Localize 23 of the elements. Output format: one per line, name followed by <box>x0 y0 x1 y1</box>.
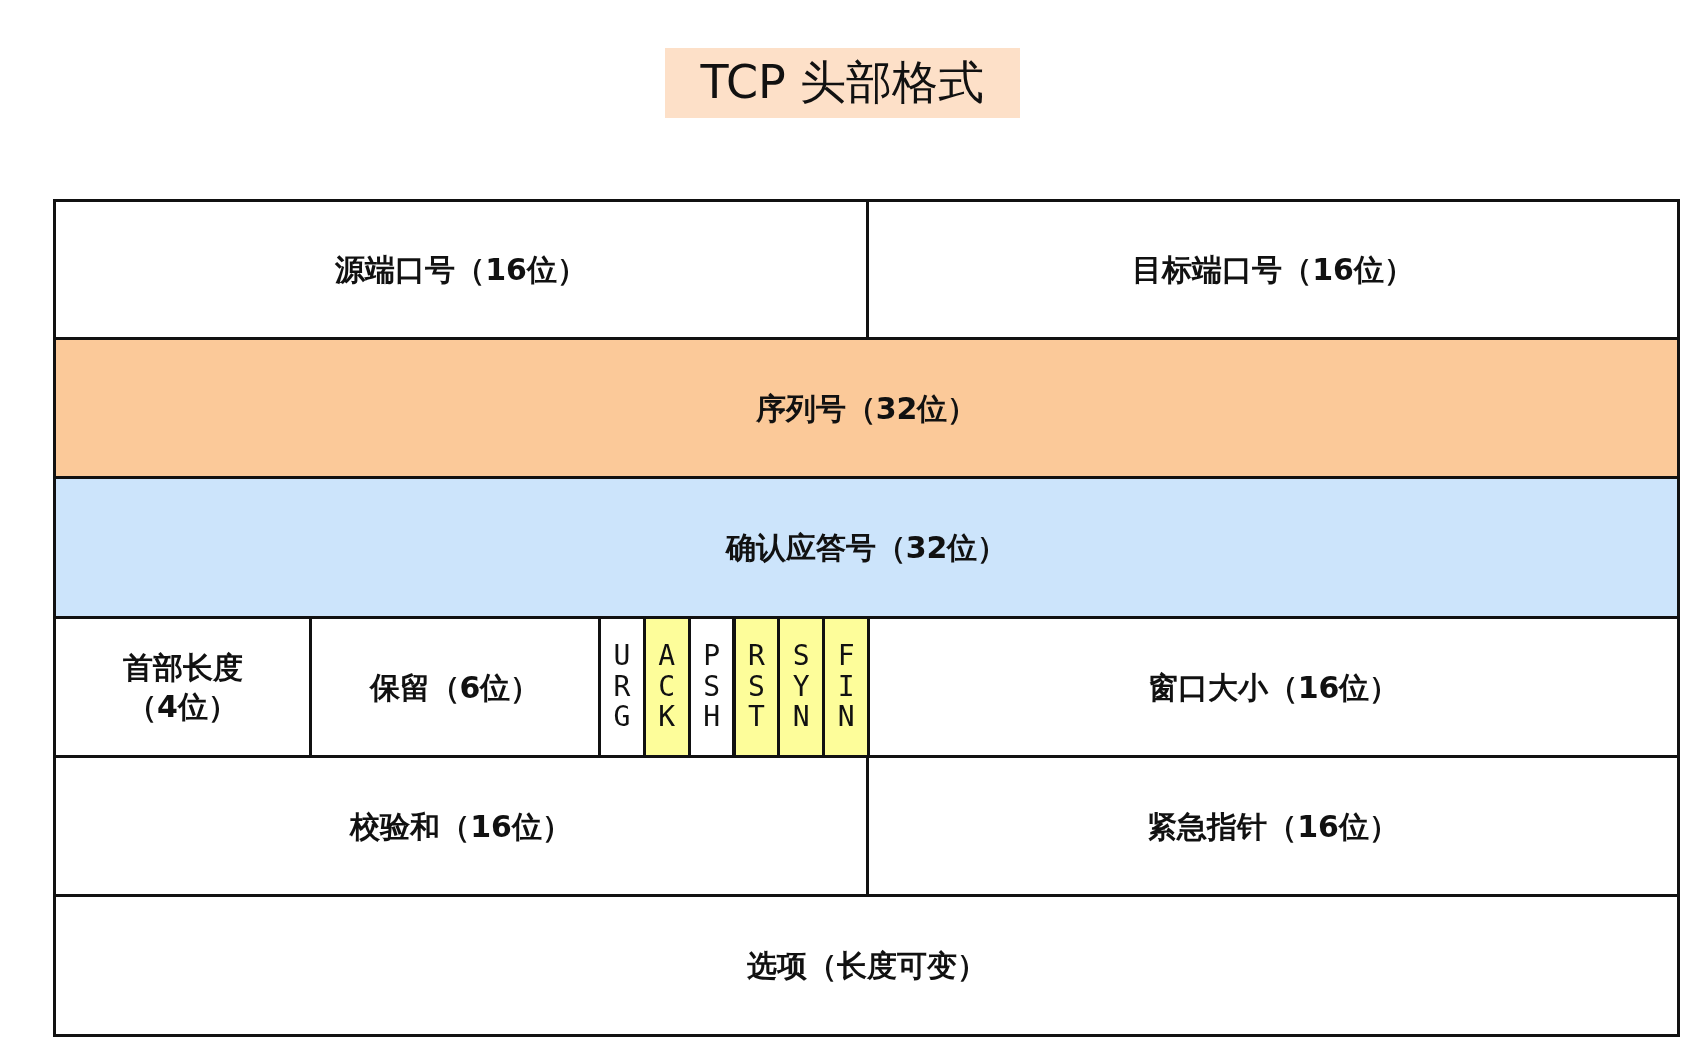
flag-label: SYN <box>791 640 811 734</box>
flag-label: ACK <box>657 640 677 734</box>
field-label: 目标端口号（16位） <box>1132 251 1414 289</box>
field-label: 源端口号（16位） <box>335 251 587 289</box>
flag-cell <box>822 616 870 758</box>
field-cell <box>53 476 1680 619</box>
field-label: 窗口大小（16位） <box>1147 668 1400 707</box>
flag-label: RST <box>746 640 766 734</box>
flag-label: URG <box>612 640 632 734</box>
field-label: 确认应答号（32位） <box>725 529 1008 567</box>
field-cell <box>866 199 1680 340</box>
field-label: 首部长度（4位） <box>121 649 244 726</box>
field-label: 选项（长度可变） <box>746 947 987 985</box>
field-label: 序列号（32位） <box>755 389 978 428</box>
title: TCP 头部格式 <box>665 48 1020 118</box>
field-cell <box>53 337 1680 479</box>
field-label: 保留（6位） <box>369 668 541 707</box>
field-cell <box>53 894 1680 1037</box>
flag-label: FIN <box>836 640 856 734</box>
field-cell <box>53 199 869 340</box>
flag-label: PSH <box>702 640 721 734</box>
field-label: 校验和（16位） <box>350 807 572 846</box>
field-label: 紧急指针（16位） <box>1147 807 1399 846</box>
